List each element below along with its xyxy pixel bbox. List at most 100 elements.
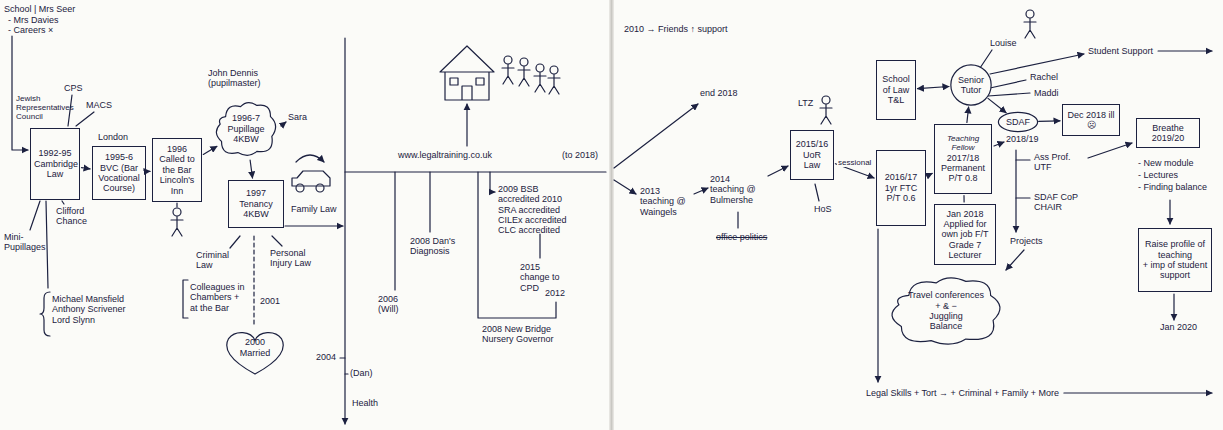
- annotation-text: London: [98, 132, 128, 142]
- timeline-box: Breathe 2019/20: [1136, 118, 1200, 148]
- annotation-text: 2013 teaching @ Waingels: [640, 186, 692, 217]
- annotation-text: Family Law: [291, 204, 337, 214]
- annotation-text: HoS: [814, 204, 832, 214]
- timeline-box: Teaching Fellow2017/18Permanent P/T 0.8: [934, 124, 992, 194]
- box-text: Tenancy 4KBW: [232, 199, 280, 220]
- annotation-text: CPS: [64, 83, 83, 93]
- box-text: Senior Tutor: [954, 75, 988, 96]
- branch-line: [1016, 159, 1030, 160]
- box-text: Raise profile of teaching: [1142, 239, 1208, 260]
- leader-line: [988, 93, 1030, 96]
- leader-line: [230, 236, 240, 248]
- annotation-text: 2014 teaching @ Bulmershe: [710, 174, 766, 205]
- annotation-text: office politics: [716, 232, 767, 242]
- flow-arrow: [994, 142, 1004, 146]
- box-text: 1996 Called to the Bar Lincoln's Inn: [156, 144, 198, 196]
- annotation-text: - New module: [1138, 158, 1194, 168]
- annotation-text: School | Mrs Seer: [4, 4, 75, 14]
- annotation-text: - Lectures: [1138, 170, 1178, 180]
- timeline-box: 2015/16UoR Law: [790, 130, 834, 180]
- box-text: UoR Law: [794, 150, 830, 171]
- box-text: 2017/18: [947, 153, 980, 163]
- connector-arrow: [988, 98, 1006, 112]
- timeline-box: Jan 2018 Applied for own job F/T Grade 7…: [934, 204, 996, 265]
- annotation-text: Ass Prof. UTF: [1034, 152, 1084, 173]
- annotation-text: Michael Mansfield Anthony Scrivener Lord…: [52, 294, 132, 325]
- annotation-text: Mini-Pupillages: [4, 232, 54, 253]
- annotation-text: Legal Skills + Tort → + Criminal + Famil…: [866, 388, 1059, 398]
- annotation-text: 2008 New Bridge Nursery Governor: [482, 324, 568, 345]
- box-text: Dec 2018 ill ☹: [1066, 110, 1116, 131]
- box-text: Travel conferences: [908, 290, 984, 300]
- annotation-text: Clifford Chance: [56, 206, 96, 227]
- flow-arrow: [1169, 200, 1170, 224]
- stick-figure: [820, 96, 832, 124]
- flow-arrow: [614, 180, 636, 194]
- long-arrow: [1158, 50, 1212, 51]
- annotation-text: 2008 Dan's Diagnosis: [410, 236, 460, 257]
- connector-arrow: [967, 107, 969, 123]
- branch-line: [490, 172, 495, 192]
- stick-figure: [548, 66, 560, 94]
- life-line: [344, 38, 345, 424]
- branch-line: [1016, 197, 1030, 198]
- stick-figure: [534, 64, 546, 92]
- flow-arrow: [281, 122, 286, 126]
- annotation-text: (Dan): [350, 368, 373, 378]
- shape-outline: [951, 65, 991, 105]
- timeline-box: Raise profile of teaching+ imp of studen…: [1138, 228, 1212, 292]
- loop-arrow: [296, 155, 324, 162]
- branch-line: [394, 172, 395, 290]
- connector-label: sessional: [837, 158, 872, 167]
- annotation-text: 2006 (Will): [378, 294, 414, 315]
- tick-mark: [340, 357, 345, 358]
- annotation-text: Louise: [990, 38, 1017, 48]
- leader-line: [815, 184, 819, 201]
- leader-line: [980, 50, 992, 68]
- annotation-text: 2012: [545, 288, 565, 298]
- branch-line: [429, 172, 430, 232]
- role-circle: Senior Tutor: [950, 64, 992, 106]
- leader-line: [539, 234, 540, 258]
- box-text: 1996-7: [232, 113, 260, 123]
- flow-arrow: [466, 104, 467, 146]
- annotation-text: John Dennis (pupilmaster): [208, 68, 278, 89]
- flow-arrow: [1173, 294, 1174, 320]
- annotation-text: Jan 2020: [1160, 322, 1197, 332]
- square-bracket: [183, 280, 188, 318]
- box-text: + & −: [935, 301, 957, 311]
- box-text: Cambridge Law: [34, 159, 76, 180]
- leader-line: [30, 201, 40, 230]
- paper-sheet: [614, 0, 1223, 430]
- box-text: Permanent P/T 0.8: [938, 163, 988, 184]
- annotation-text: Health: [352, 398, 378, 408]
- connector-arrow: [927, 173, 932, 175]
- box-text: Juggling: [929, 311, 963, 321]
- annotation-text: Personal Injury Law: [270, 248, 318, 269]
- heart-shape: 2000 Married: [222, 328, 288, 376]
- annotation-text: Jewish Representatives Council: [16, 94, 78, 122]
- timeline-box: 1997Tenancy 4KBW: [228, 180, 284, 228]
- annotation-text: LTZ: [798, 98, 813, 108]
- box-text: Balance: [930, 321, 963, 331]
- stick-figure: [502, 56, 514, 84]
- box-text: 2016/17: [885, 172, 918, 182]
- annotation-text: www.legaltraining.co.uk: [398, 150, 492, 160]
- annotation-text: MACS: [86, 100, 112, 110]
- timeline-box: 2016/171yr FTC P/T 0.6: [876, 150, 926, 226]
- group-oval: SDAF: [998, 112, 1038, 132]
- paper-sheet: [0, 0, 609, 430]
- car-drawing: [292, 171, 330, 192]
- shape-outline: [227, 333, 283, 374]
- annotation-text: Student Support: [1088, 46, 1153, 56]
- page-seam: [611, 0, 613, 430]
- timeline-box: School of Law T&L: [876, 60, 916, 120]
- long-arrow: [1064, 392, 1212, 393]
- box-text: Jan 2018 Applied for own job F/T Grade 7…: [938, 209, 992, 261]
- annotation-text: Colleagues in Chambers + at the Bar: [190, 282, 248, 313]
- box-text: BVC (Bar Vocational Course): [96, 163, 142, 194]
- annotation-text: - Mrs Davies: [8, 15, 59, 25]
- leader-line: [737, 212, 738, 228]
